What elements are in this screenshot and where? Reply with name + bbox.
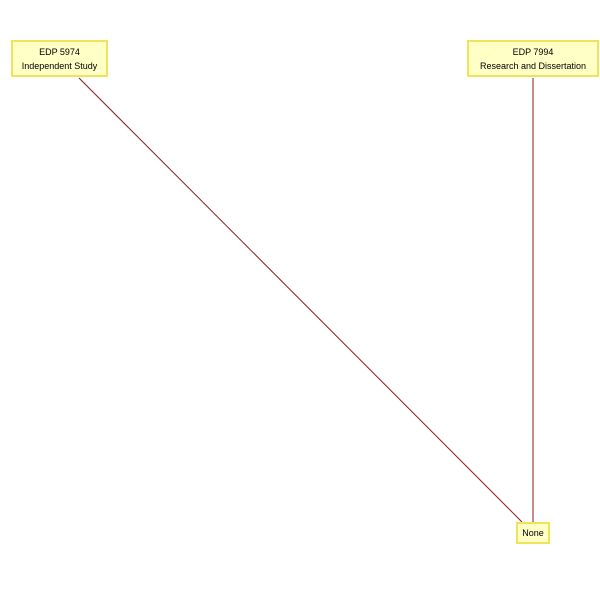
node-code: EDP 7994 <box>512 46 554 57</box>
node-edp-7994[interactable]: EDP 7994 Research and Dissertation <box>467 40 599 77</box>
node-label: None <box>522 528 544 538</box>
edge-edp5974-to-none <box>78 77 523 523</box>
node-edp-5974[interactable]: EDP 5974 Independent Study <box>11 40 108 77</box>
node-code: EDP 5974 <box>39 46 80 57</box>
node-title: Independent Study <box>21 60 98 71</box>
node-title: Research and Dissertation <box>479 60 587 71</box>
node-none[interactable]: None <box>516 522 550 544</box>
